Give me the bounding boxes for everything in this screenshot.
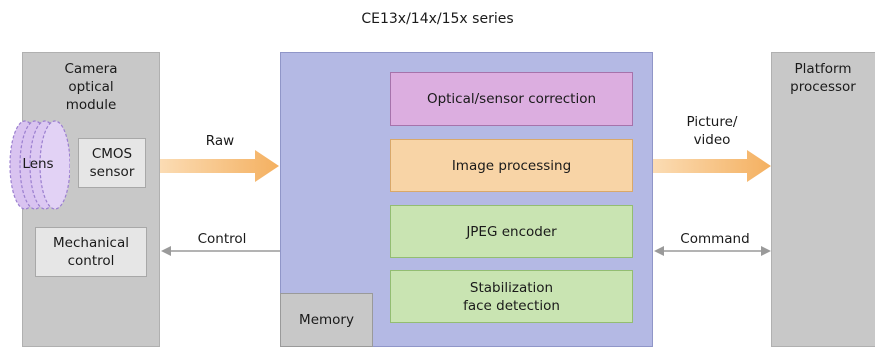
memory-label: Memory (299, 312, 354, 328)
block-label: face detection (463, 297, 560, 314)
camera-title-line: module (65, 97, 117, 113)
command-label: Command (680, 231, 750, 247)
command-arrowhead-left (654, 246, 664, 256)
picture-video-label: Picture/ video (672, 113, 752, 149)
optical-sensor-correction-block: Optical/sensor correction (390, 72, 633, 126)
control-arrowhead (161, 246, 171, 256)
mechanical-label-line: control (67, 253, 115, 269)
lens-label: Lens (22, 156, 54, 172)
platform-title: Platform processor (771, 60, 875, 96)
picture-video-arrow (653, 150, 771, 182)
camera-title-line: Camera (64, 61, 118, 77)
series-title: CE13x/14x/15x series (361, 11, 514, 27)
platform-title-line: processor (790, 79, 856, 95)
cmos-label-line: CMOS (91, 146, 133, 162)
block-label: JPEG encoder (466, 223, 557, 240)
block-label: Image processing (451, 157, 572, 174)
control-label: Control (197, 231, 247, 247)
mechanical-control-block: Mechanical control (35, 227, 147, 277)
raw-arrow (160, 150, 279, 182)
command-arrowhead-right (761, 246, 771, 256)
camera-title-line: optical (68, 79, 114, 95)
image-processing-block: Image processing (390, 139, 633, 192)
memory-block: Memory (280, 293, 373, 347)
camera-module-title: Camera optical module (22, 60, 160, 114)
platform-processor (771, 52, 875, 347)
picture-label-line: Picture/ (686, 114, 738, 130)
block-label: Stabilization (469, 279, 554, 296)
stabilization-face-detection-block: Stabilization face detection (390, 270, 633, 323)
block-label: Optical/sensor correction (426, 91, 597, 107)
jpeg-encoder-block: JPEG encoder (390, 205, 633, 258)
raw-label: Raw (205, 133, 235, 149)
picture-label-line: video (693, 132, 731, 148)
platform-title-line: Platform (794, 61, 852, 77)
mechanical-label-line: Mechanical (53, 235, 129, 251)
cmos-label-line: sensor (89, 164, 135, 180)
lens-icon (9, 120, 70, 210)
cmos-sensor-block: CMOS sensor (78, 138, 146, 188)
